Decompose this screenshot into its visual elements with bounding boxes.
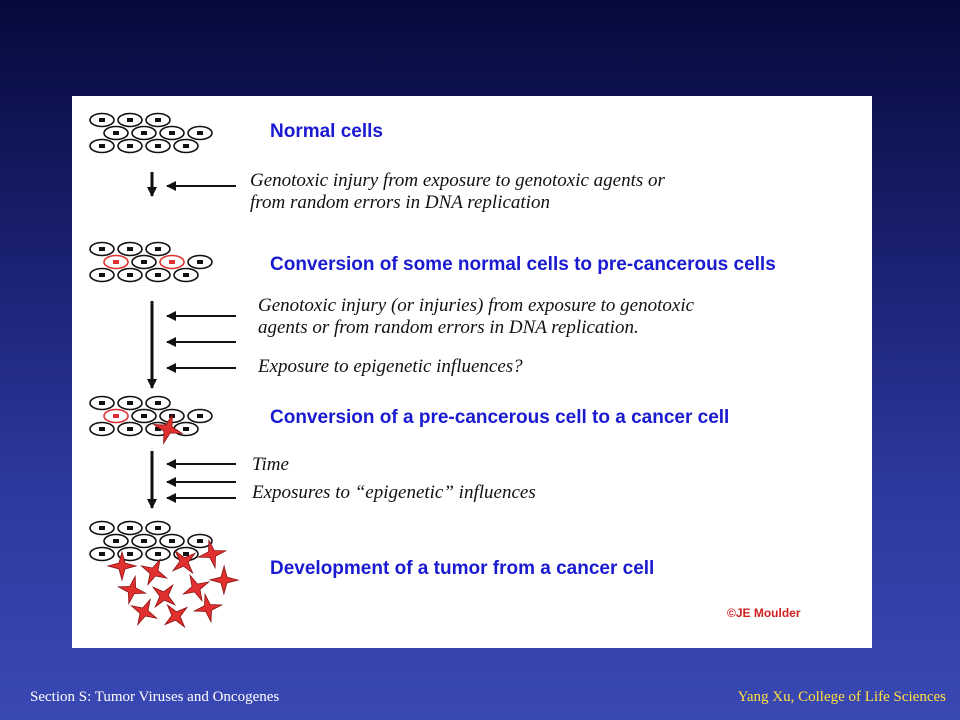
- normal-cell: [131, 533, 157, 549]
- tumor-development-diagram: [89, 112, 240, 629]
- cause-epigenetic-influences: Exposures to “epigenetic” influences: [252, 482, 536, 504]
- normal-cell: [103, 533, 129, 549]
- normal-cell: [131, 254, 157, 270]
- cause-line: Exposure to epigenetic influences?: [258, 356, 523, 377]
- cancer-cell: [171, 549, 197, 575]
- footer-author: Yang Xu, College of Life Sciences: [737, 689, 946, 705]
- stage-label-cancer-cell: Conversion of a pre-cancerous cell to a …: [270, 407, 730, 428]
- normal-cell: [117, 421, 143, 437]
- normal-cell: [145, 241, 171, 257]
- normal-cell: [89, 112, 115, 128]
- normal-cell: [89, 546, 115, 562]
- normal-cell: [159, 533, 185, 549]
- normal-cell: [131, 125, 157, 141]
- footer-section-title: Section S: Tumor Viruses and Oncogenes: [30, 689, 280, 705]
- stage-label-pre-cancerous: Conversion of some normal cells to pre-c…: [270, 254, 776, 275]
- cause-line: Exposures to “epigenetic” influences: [252, 482, 536, 503]
- normal-cell: [187, 254, 213, 270]
- normal-cell: [89, 421, 115, 437]
- normal-cell: [89, 267, 115, 283]
- cancer-cell: [152, 413, 184, 445]
- normal-cell: [117, 520, 143, 536]
- cancer-cell: [192, 592, 224, 624]
- normal-cell: [89, 241, 115, 257]
- normal-cell: [159, 125, 185, 141]
- cause-line: Genotoxic injury (or injuries) from expo…: [258, 295, 695, 316]
- pre-cancerous-cell: [103, 408, 129, 424]
- cancer-cell: [208, 564, 240, 596]
- cause-line: Time: [252, 454, 289, 475]
- pre-cancerous-cell: [159, 254, 185, 270]
- normal-cell: [89, 138, 115, 154]
- normal-cell: [145, 546, 171, 562]
- cancer-cell: [163, 603, 189, 629]
- normal-cell: [117, 546, 143, 562]
- normal-cell: [145, 395, 171, 411]
- normal-cell: [187, 125, 213, 141]
- normal-cell: [117, 241, 143, 257]
- cancer-cell: [196, 538, 228, 570]
- cause-line: Genotoxic injury from exposure to genoto…: [250, 170, 665, 191]
- cancer-cell: [130, 598, 158, 626]
- stage-label-normal-cells: Normal cells: [270, 121, 383, 142]
- normal-cell: [117, 267, 143, 283]
- cancer-cell: [106, 550, 138, 582]
- cancer-cell: [116, 574, 148, 606]
- figure-panel: Normal cells Conversion of some normal c…: [72, 96, 872, 648]
- stage-label-tumor: Development of a tumor from a cancer cel…: [270, 558, 655, 579]
- cancer-cell: [181, 573, 211, 603]
- normal-cell: [131, 408, 157, 424]
- cause-genotoxic-injury-1: Genotoxic injury from exposure to genoto…: [250, 170, 665, 214]
- cause-genotoxic-injury-2: Genotoxic injury (or injuries) from expo…: [258, 295, 694, 339]
- normal-cell: [145, 520, 171, 536]
- cause-epigenetic-exposure: Exposure to epigenetic influences?: [258, 356, 523, 378]
- normal-cell: [117, 138, 143, 154]
- normal-cell: [173, 267, 199, 283]
- normal-cell: [117, 395, 143, 411]
- copyright-notice: ©JE Moulder: [727, 606, 801, 620]
- normal-cell: [103, 125, 129, 141]
- normal-cell: [145, 267, 171, 283]
- normal-cell: [89, 520, 115, 536]
- normal-cell: [145, 138, 171, 154]
- cause-line: agents or from random errors in DNA repl…: [258, 317, 639, 338]
- cancer-cell: [151, 583, 177, 609]
- normal-cell: [173, 138, 199, 154]
- normal-cell: [89, 395, 115, 411]
- normal-cell: [187, 533, 213, 549]
- cancer-cell: [140, 558, 168, 586]
- normal-cell: [187, 408, 213, 424]
- cause-time: Time: [252, 454, 289, 476]
- normal-cell: [117, 112, 143, 128]
- pre-cancerous-cell: [103, 254, 129, 270]
- cause-line: from random errors in DNA replication: [250, 192, 550, 213]
- normal-cell: [145, 112, 171, 128]
